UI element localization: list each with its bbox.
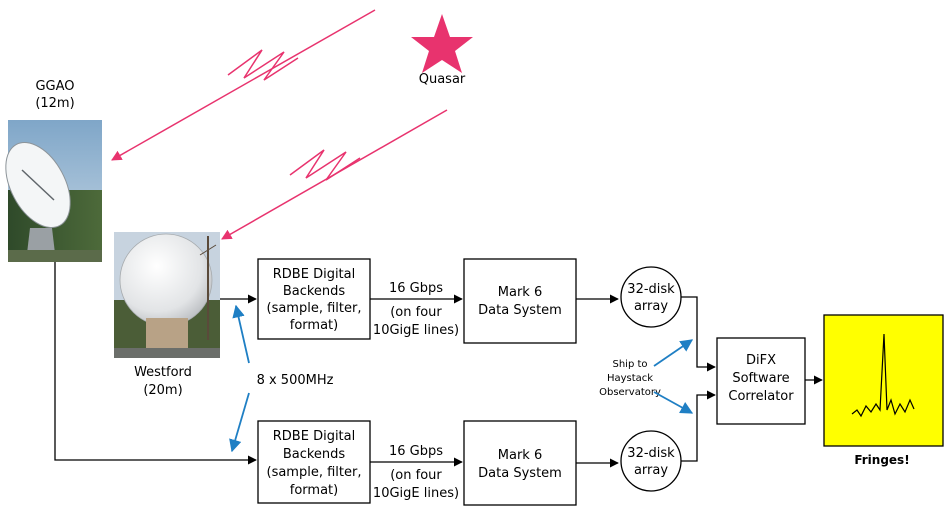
link-top-line-1: 16 Gbps <box>389 281 443 296</box>
mark6-box-top <box>463 258 577 344</box>
quasar-label: Quasar <box>419 72 466 87</box>
channels-arrow-bottom <box>229 392 250 453</box>
disk-top-line-1: 32-disk <box>627 282 675 297</box>
disk-top-line-2: array <box>634 299 668 314</box>
signal-ray-to-ggao <box>111 9 376 161</box>
correlator-box <box>716 337 806 425</box>
link-bottom-line-3: 10GigE lines) <box>373 486 459 501</box>
rdbe-box-bottom <box>257 420 371 504</box>
westford-antenna-photo <box>114 232 220 358</box>
disk-bottom-line-1: 32-disk <box>627 446 675 461</box>
quasar-star-icon <box>411 14 473 73</box>
channels-label: 8 x 500MHz <box>257 373 334 388</box>
ship-line-3: Observatory <box>599 387 661 398</box>
disk-bottom-line-2: array <box>634 463 668 478</box>
correlator-line-2: Software <box>732 371 789 386</box>
ship-arrow-up <box>653 339 694 367</box>
ggao-name: GGAO <box>35 79 74 94</box>
ship-line-2: Haystack <box>607 373 653 384</box>
correlator-line-3: Correlator <box>728 389 794 404</box>
ggao-size: (12m) <box>35 96 74 111</box>
signal-ray-to-westford <box>221 109 448 240</box>
link-bottom-line-2: (on four <box>390 468 442 483</box>
rdbe-top-line-4: format) <box>290 318 338 333</box>
rdbe-bottom-line-1: RDBE Digital <box>273 429 355 444</box>
channels-arrow-top <box>232 304 250 364</box>
westford-name: Westford <box>134 365 192 380</box>
mark6-top-line-1: Mark 6 <box>498 285 542 300</box>
disk-bottom-to-correlator <box>681 390 716 462</box>
link-bottom-line-1: 16 Gbps <box>389 444 443 459</box>
link-top-line-3: 10GigE lines) <box>373 323 459 338</box>
disk-array-top <box>620 266 682 328</box>
mark6-top-line-2: Data System <box>478 303 562 318</box>
mark6-bottom-line-1: Mark 6 <box>498 448 542 463</box>
westford-size: (20m) <box>143 383 182 398</box>
ship-arrow-down <box>653 391 694 414</box>
mark6-bottom-line-2: Data System <box>478 466 562 481</box>
link-top-line-2: (on four <box>390 305 442 320</box>
ship-line-1: Ship to <box>612 359 647 370</box>
rdbe-bottom-line-4: format) <box>290 483 338 498</box>
rdbe-top-line-2: Backends <box>283 284 346 299</box>
fringes-label: Fringes! <box>854 453 909 467</box>
disk-array-bottom <box>620 430 682 492</box>
rdbe-top-line-1: RDBE Digital <box>273 267 355 282</box>
mark6-box-bottom <box>463 420 577 506</box>
ggao-antenna-photo <box>5 120 102 262</box>
ggao-cable <box>54 262 257 465</box>
rdbe-bottom-line-3: (sample, filter, <box>267 465 362 480</box>
disk-top-to-correlator <box>681 296 716 372</box>
rdbe-box-top <box>257 258 371 340</box>
rdbe-bottom-line-2: Backends <box>283 447 346 462</box>
correlator-line-1: DiFX <box>746 353 776 368</box>
fringe-plot-icon <box>851 333 915 418</box>
rdbe-top-line-3: (sample, filter, <box>267 301 362 316</box>
